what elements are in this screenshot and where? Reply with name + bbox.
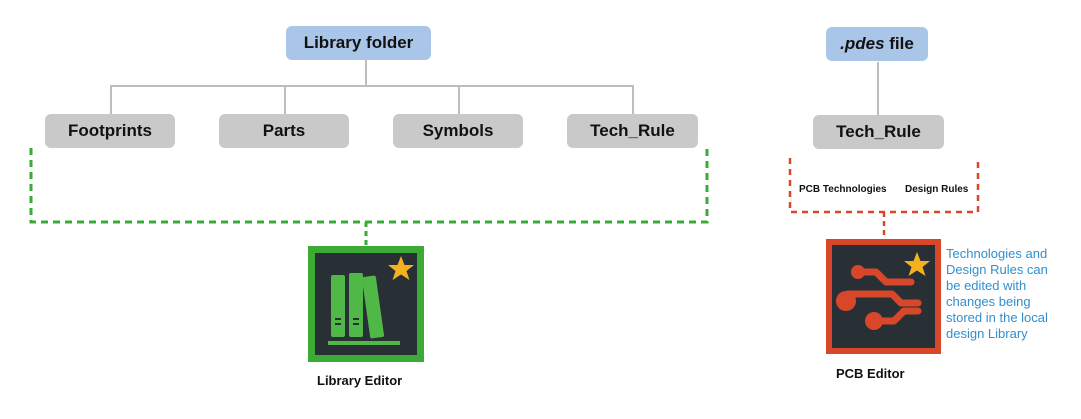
parts-connector: [284, 85, 286, 115]
library-tech-rule-box: Tech_Rule: [567, 114, 698, 148]
note-line: Technologies and: [946, 246, 1048, 261]
pdes-file-word: file: [884, 34, 914, 53]
pcb-editor-note: Technologies and Design Rules can be edi…: [946, 246, 1076, 342]
parts-box: Parts: [219, 114, 349, 148]
footprints-label: Footprints: [67, 121, 153, 140]
parts-label: Parts: [262, 121, 306, 140]
footprints-connector: [110, 85, 112, 115]
books-star-icon: [308, 246, 424, 362]
tech-rule-connector: [632, 85, 634, 115]
note-line: changes being: [946, 294, 1031, 309]
library-folder-label: Library folder: [303, 33, 414, 52]
note-line: Design Rules can: [946, 262, 1048, 277]
symbols-label: Symbols: [422, 121, 494, 140]
symbols-connector: [458, 85, 460, 115]
library-editor-caption: Library Editor: [317, 373, 403, 388]
note-line: be edited with: [946, 278, 1027, 293]
pdes-tech-rule-box: Tech_Rule: [813, 115, 944, 149]
library-folder-box: Library folder: [286, 26, 431, 60]
pdes-connector: [877, 62, 879, 116]
green-bracket: [29, 148, 709, 224]
design-rules-label: Design Rules: [905, 184, 969, 195]
note-line: stored in the local: [946, 310, 1048, 325]
pdes-file-box: .pdes file: [826, 27, 928, 61]
pdes-tech-rule-label: Tech_Rule: [836, 122, 921, 141]
note-line: design Library: [946, 326, 1028, 341]
pcb-technologies-label: PCB Technologies: [799, 184, 887, 195]
library-root-connector: [365, 58, 367, 86]
circuit-traces-star-icon: [826, 239, 941, 354]
library-tech-rule-label: Tech_Rule: [590, 121, 675, 140]
pcb-editor-caption: PCB Editor: [836, 366, 905, 381]
pdes-extension-label: .pdes: [840, 34, 885, 53]
symbols-box: Symbols: [393, 114, 523, 148]
library-horizontal-connector: [110, 85, 634, 87]
footprints-box: Footprints: [45, 114, 175, 148]
